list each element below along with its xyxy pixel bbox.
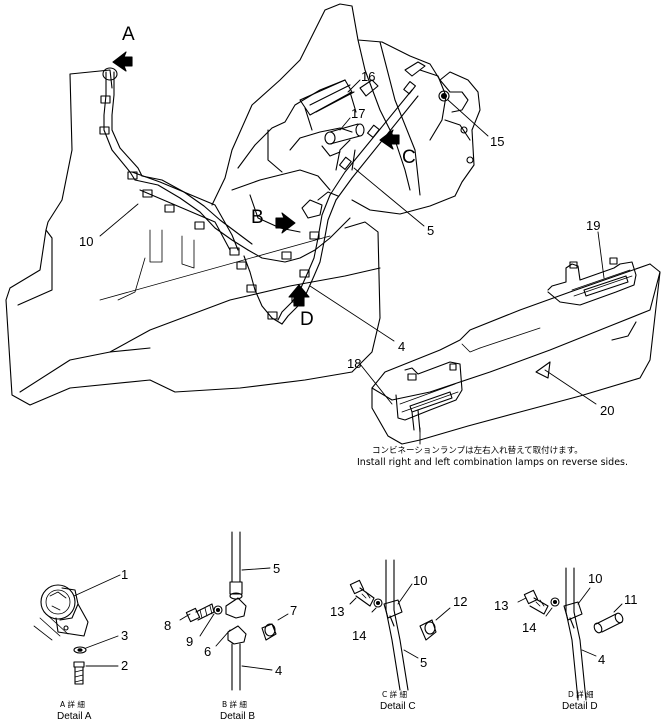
callout-4-detail-d: 4 (598, 652, 605, 667)
view-letter-c: C (402, 147, 416, 168)
callout-20: 20 (600, 403, 614, 418)
callout-5-detail-c: 5 (420, 655, 427, 670)
detail-d-label: Detail D (562, 701, 598, 712)
harness-left-arm (99, 67, 351, 325)
callout-18: 18 (347, 356, 361, 371)
detail-b-label: Detail B (220, 711, 255, 719)
detail-c-jp: C 詳 細 (382, 689, 407, 699)
callout-17: 17 (351, 106, 365, 121)
view-letter-d: D (300, 309, 314, 330)
callout-13-detail-c: 13 (330, 604, 344, 619)
detail-b-jp: B 詳 細 (222, 699, 247, 709)
callout-16: 16 (361, 69, 375, 84)
rear-bumper-assembly (371, 257, 661, 445)
detail-b-drawing (179, 531, 289, 691)
callout-11: 11 (624, 592, 638, 607)
callout-2: 2 (121, 658, 128, 673)
detail-a-label: Detail A (57, 711, 92, 719)
callout-7: 7 (290, 603, 297, 618)
callout-12: 12 (453, 594, 467, 609)
detail-a-drawing (33, 574, 121, 685)
view-letter-b: B (251, 207, 264, 228)
detail-a-jp: A 詳 細 (60, 699, 85, 709)
callout-5-main: 5 (427, 223, 434, 238)
callout-14-detail-d: 14 (522, 620, 536, 635)
callout-1: 1 (121, 567, 128, 582)
view-letter-a: A (122, 24, 135, 45)
callout-4-detail-b: 4 (275, 663, 282, 678)
callout-4-main: 4 (398, 339, 405, 354)
note-english: Install right and left combination lamps… (357, 457, 628, 468)
callout-15: 15 (490, 134, 504, 149)
callout-13-detail-d: 13 (494, 598, 508, 613)
callout-3: 3 (121, 628, 128, 643)
callout-9: 9 (186, 634, 193, 649)
callout-6: 6 (204, 644, 211, 659)
callout-10-main: 10 (79, 234, 93, 249)
note-japanese: コンビネーションランプは左右入れ替えて取付けます。 (372, 445, 583, 456)
detail-d-drawing (517, 567, 624, 701)
view-arrows (112, 51, 400, 307)
callout-10-detail-d: 10 (588, 571, 602, 586)
callout-14-detail-c: 14 (352, 628, 366, 643)
detail-c-label: Detail C (380, 701, 416, 712)
callout-10-detail-c: 10 (413, 573, 427, 588)
callout-19: 19 (586, 218, 600, 233)
callout-8: 8 (164, 618, 171, 633)
leader-lines (99, 79, 605, 445)
machine-body-outline (5, 3, 481, 406)
detail-d-jp: D 詳 細 (568, 689, 594, 699)
detail-c-drawing (349, 559, 451, 691)
callout-5-detail-b: 5 (273, 561, 280, 576)
